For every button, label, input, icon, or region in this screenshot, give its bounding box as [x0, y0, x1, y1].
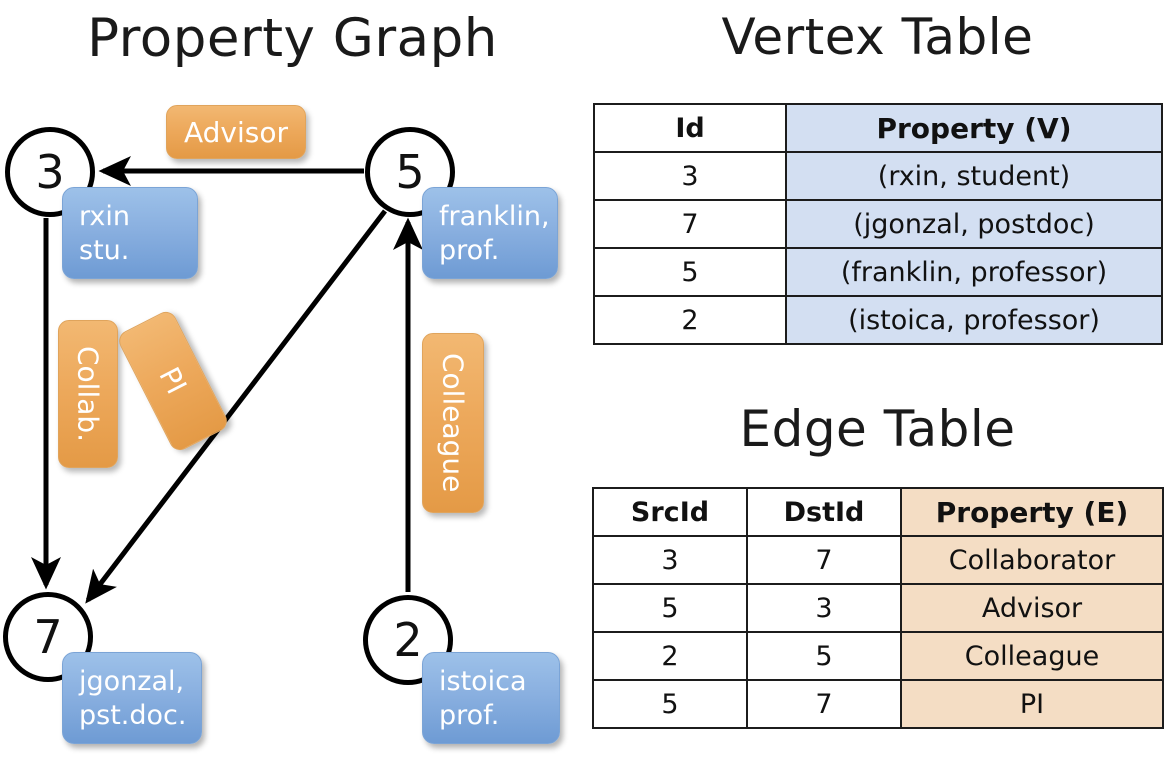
table-row: 5 (franklin, professor) [593, 247, 1163, 297]
vertex-property-franklin-line2: prof. [439, 235, 500, 266]
vertex-property-box-istoica: istoica prof. [422, 652, 560, 744]
vertex-node-7-id: 7 [33, 610, 63, 664]
vertex-node-5-id: 5 [395, 145, 425, 199]
vertex-table-header-id: Id [593, 103, 787, 153]
table-row: 2 5 Colleague [592, 631, 1164, 681]
page-title-edge-table: Edge Table [739, 400, 1016, 458]
vertex-property-istoica-line2: prof. [439, 700, 500, 731]
edge-row-2-dst: 5 [746, 631, 902, 681]
page-title-vertex-table: Vertex Table [721, 8, 1034, 66]
vertex-row-3-property: (istoica, professor) [785, 295, 1163, 345]
table-row: 5 3 Advisor [592, 583, 1164, 633]
edge-row-1-property: Advisor [900, 583, 1164, 633]
vertex-property-box-jgonzal: jgonzal, pst.doc. [62, 652, 202, 744]
table-row: 2 (istoica, professor) [593, 295, 1163, 345]
edge-row-3-dst: 7 [746, 679, 902, 729]
edge-label-advisor-text: Advisor [183, 115, 288, 149]
vertex-property-jgonzal-line2: pst.doc. [79, 700, 187, 731]
vertex-row-0-id: 3 [593, 151, 787, 201]
property-graph-diagram: 3 5 7 2 rxin stu. franklin, prof. jgonza… [3, 105, 560, 744]
vertex-property-jgonzal-line1: jgonzal, [79, 666, 185, 697]
edge-row-1-dst: 3 [746, 583, 902, 633]
table-row: 3 7 Collaborator [592, 535, 1164, 585]
edge-table-header-property: Property (E) [900, 487, 1164, 537]
vertex-table-header-row: Id Property (V) [593, 103, 1163, 153]
edge-row-1-src: 5 [592, 583, 748, 633]
page-title-property-graph: Property Graph [87, 8, 498, 69]
vertex-property-rxin-line1: rxin [79, 201, 130, 232]
edge-row-0-property: Collaborator [900, 535, 1164, 585]
vertex-property-box-rxin: rxin stu. [62, 187, 198, 279]
edge-row-0-src: 3 [592, 535, 748, 585]
vertex-node-5[interactable]: 5 [365, 127, 455, 217]
edge-label-collab: Collab. [58, 320, 118, 468]
vertex-row-2-property: (franklin, professor) [785, 247, 1163, 297]
edge-row-3-src: 5 [592, 679, 748, 729]
vertex-table-header-property: Property (V) [785, 103, 1163, 153]
edge-table-header-srcid: SrcId [592, 487, 748, 537]
table-row: 3 (rxin, student) [593, 151, 1163, 201]
edge-label-advisor: Advisor [166, 105, 306, 159]
edge-table: SrcId DstId Property (E) 3 7 Collaborato… [592, 487, 1164, 729]
vertex-row-1-property: (jgonzal, postdoc) [785, 199, 1163, 249]
edge-table-header-row: SrcId DstId Property (E) [592, 487, 1164, 537]
edge-row-3-property: PI [900, 679, 1164, 729]
vertex-node-2-id: 2 [393, 613, 423, 667]
vertex-node-3-id: 3 [35, 145, 65, 199]
vertex-row-2-id: 5 [593, 247, 787, 297]
edge-row-2-src: 2 [592, 631, 748, 681]
vertex-property-rxin-line2: stu. [79, 235, 130, 266]
edge-label-pi-text: PI [152, 362, 194, 400]
edge-5-to-7-pi [85, 209, 387, 604]
edge-row-0-dst: 7 [746, 535, 902, 585]
vertex-property-box-franklin: franklin, prof. [422, 187, 558, 279]
edge-label-collab-text: Collab. [71, 345, 105, 443]
edge-table-header-dstid: DstId [746, 487, 902, 537]
vertex-property-franklin-line1: franklin, [439, 201, 550, 232]
edge-row-2-property: Colleague [900, 631, 1164, 681]
vertex-node-2[interactable]: 2 [363, 595, 453, 685]
vertex-row-0-property: (rxin, student) [785, 151, 1163, 201]
edge-label-colleague-text: Colleague [436, 353, 470, 493]
table-row: 7 (jgonzal, postdoc) [593, 199, 1163, 249]
graph-edges-layer [31, 156, 423, 604]
table-row: 5 7 PI [592, 679, 1164, 729]
edge-label-colleague: Colleague [422, 333, 484, 513]
vertex-table: Id Property (V) 3 (rxin, student) 7 (jgo… [593, 103, 1163, 345]
vertex-property-istoica-line1: istoica [439, 666, 527, 697]
vertex-row-1-id: 7 [593, 199, 787, 249]
vertex-row-3-id: 2 [593, 295, 787, 345]
